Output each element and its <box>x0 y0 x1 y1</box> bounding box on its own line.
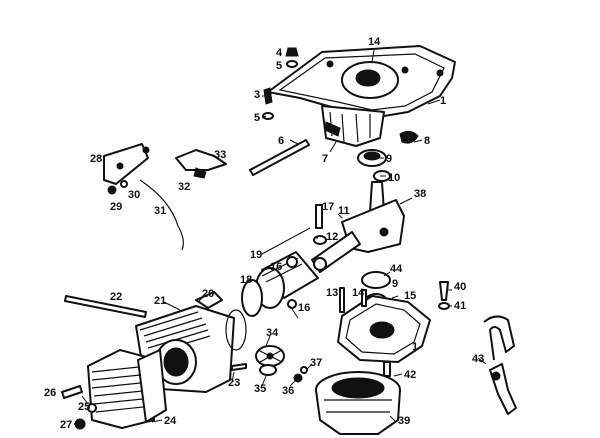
leader-lines <box>74 49 487 425</box>
callout-20: 20 <box>202 288 214 300</box>
bracket-28 <box>103 143 150 195</box>
callout-35: 35 <box>254 383 266 395</box>
callout-28: 28 <box>90 153 102 165</box>
rod-22 <box>64 295 147 318</box>
callout-34: 34 <box>266 327 279 339</box>
gear-35 <box>259 364 277 376</box>
bracket-32-33 <box>175 149 227 179</box>
callout-16-bottom: 16 <box>298 302 310 314</box>
callout-3: 3 <box>254 89 260 101</box>
callout-29: 29 <box>110 201 122 213</box>
callout-1-top: 1 <box>440 95 446 107</box>
callout-42: 42 <box>404 369 416 381</box>
callout-44: 44 <box>390 263 403 275</box>
callout-5-top: 5 <box>276 60 282 72</box>
bolt-25 <box>87 403 97 413</box>
shaft-6 <box>249 139 310 176</box>
callout-41: 41 <box>454 300 466 312</box>
callout-7: 7 <box>322 153 328 165</box>
callout-40: 40 <box>454 281 466 293</box>
callout-8: 8 <box>424 135 430 147</box>
part-36-37 <box>293 366 308 383</box>
callout-25: 25 <box>78 401 90 413</box>
callout-33: 33 <box>214 149 226 161</box>
callout-11: 11 <box>338 205 350 217</box>
callout-9-top: 9 <box>386 153 392 165</box>
crankcase-lower <box>337 271 431 377</box>
callout-labels: 14 4 5 3 5 1 6 7 8 9 10 38 11 17 12 19 1… <box>44 36 484 431</box>
stud-14b <box>361 289 367 307</box>
gasket-20 <box>225 279 263 351</box>
callout-32: 32 <box>178 181 190 193</box>
callout-1-bottom: 1 <box>412 341 418 353</box>
callout-22: 22 <box>110 291 122 303</box>
piston <box>255 251 327 309</box>
callout-23: 23 <box>228 377 240 389</box>
link-31 <box>139 179 184 251</box>
callout-37: 37 <box>310 357 322 369</box>
mounting-plate <box>267 45 456 147</box>
callout-39: 39 <box>398 415 410 427</box>
callout-24: 24 <box>164 415 177 427</box>
callout-36: 36 <box>282 385 294 397</box>
stud-13 <box>339 287 345 313</box>
screw-23 <box>231 363 247 371</box>
callout-15: 15 <box>404 290 416 302</box>
callout-30: 30 <box>128 189 140 201</box>
callout-14-top: 14 <box>368 36 381 48</box>
callout-21: 21 <box>154 295 166 307</box>
callout-5-mid: 5 <box>254 112 260 124</box>
bolt-4 <box>285 47 299 68</box>
callout-9-bottom: 9 <box>392 278 398 290</box>
callout-4: 4 <box>276 47 283 59</box>
seal-9-10 <box>357 149 391 182</box>
bolt-40 <box>438 281 450 310</box>
callout-13: 13 <box>326 287 338 299</box>
callout-26: 26 <box>44 387 56 399</box>
nut-27 <box>74 418 86 430</box>
callout-16-top: 16 <box>270 261 282 273</box>
handle-43 <box>483 315 517 415</box>
bottom-housing <box>315 371 401 435</box>
callout-31: 31 <box>154 205 166 217</box>
callout-17: 17 <box>322 201 334 213</box>
bolt-26 <box>61 385 83 399</box>
part-8 <box>399 130 419 144</box>
callout-19: 19 <box>250 249 262 261</box>
callout-6: 6 <box>278 135 284 147</box>
pin-17 <box>313 204 327 245</box>
callout-18: 18 <box>240 274 252 286</box>
callout-27: 27 <box>60 419 72 431</box>
crankshaft <box>311 181 405 273</box>
callout-43: 43 <box>472 353 484 365</box>
callout-10: 10 <box>388 172 400 184</box>
cylinder-head <box>87 349 167 429</box>
bolt-3 <box>262 87 274 120</box>
callout-14-bottom: 14 <box>352 287 365 299</box>
callout-38: 38 <box>414 188 426 200</box>
valve-34 <box>255 345 285 367</box>
callout-12: 12 <box>326 231 338 243</box>
